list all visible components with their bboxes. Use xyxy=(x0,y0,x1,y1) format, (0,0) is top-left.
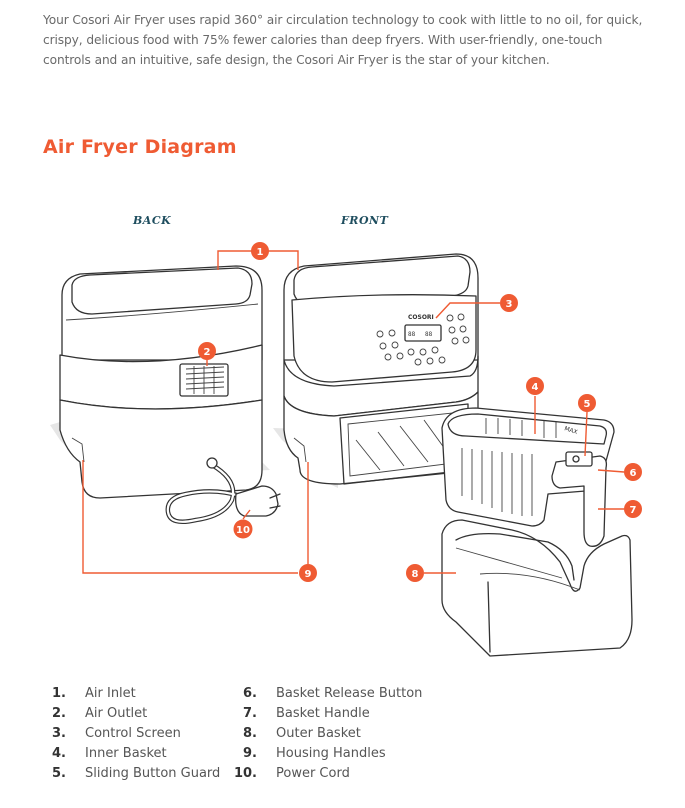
diagram-title: Air Fryer Diagram xyxy=(43,136,237,158)
svg-text:2: 2 xyxy=(204,347,211,358)
callout-2: 2 xyxy=(198,342,216,360)
part-item: 3.Control Screen xyxy=(52,726,181,741)
callout-3: 3 xyxy=(500,294,518,312)
svg-text:3: 3 xyxy=(506,299,513,310)
callout-8: 8 xyxy=(406,564,424,582)
part-item: 4.Inner Basket xyxy=(52,746,167,761)
svg-text:88: 88 xyxy=(408,331,416,338)
svg-text:5: 5 xyxy=(584,399,591,410)
callout-4: 4 xyxy=(526,377,544,395)
callout-1: 1 xyxy=(251,242,269,260)
front-fryer: COSORI 88 88 xyxy=(273,253,479,488)
part-item: 1.Air Inlet xyxy=(52,686,136,701)
svg-text:8: 8 xyxy=(412,569,419,580)
parts-list-right: 6.Basket Release Button 7.Basket Handle … xyxy=(227,684,422,784)
svg-text:MAX: MAX xyxy=(563,425,578,436)
outer-basket xyxy=(441,519,633,657)
svg-text:9: 9 xyxy=(305,569,312,580)
svg-text:1: 1 xyxy=(257,247,264,258)
svg-text:6: 6 xyxy=(630,468,637,479)
callout-6: 6 xyxy=(624,463,642,481)
air-outlet-vent xyxy=(179,363,229,397)
part-item: 6.Basket Release Button xyxy=(243,686,423,701)
callout-10: 10 xyxy=(233,519,253,539)
part-item: 10.Power Cord xyxy=(233,766,350,781)
part-item: 8.Outer Basket xyxy=(243,726,361,741)
svg-text:7: 7 xyxy=(630,505,637,516)
callout-5: 5 xyxy=(578,394,596,412)
svg-text:10: 10 xyxy=(236,525,250,536)
parts-list-left: 1.Air Inlet 2.Air Outlet 3.Control Scree… xyxy=(36,684,220,784)
part-item: 7.Basket Handle xyxy=(243,706,370,721)
part-item: 2.Air Outlet xyxy=(52,706,148,721)
svg-text:COSORI: COSORI xyxy=(408,314,434,321)
part-item: 9.Housing Handles xyxy=(243,746,386,761)
back-view-label: BACK xyxy=(133,214,172,227)
inner-basket: MAX xyxy=(441,407,615,547)
back-fryer xyxy=(50,265,281,524)
svg-text:88: 88 xyxy=(425,331,433,338)
svg-text:4: 4 xyxy=(532,382,539,393)
part-item: 5.Sliding Button Guard xyxy=(52,766,221,781)
intro-paragraph: Your Cosori Air Fryer uses rapid 360° ai… xyxy=(43,13,643,67)
callout-9: 9 xyxy=(299,564,317,582)
front-view-label: FRONT xyxy=(341,214,389,227)
callout-7: 7 xyxy=(624,500,642,518)
control-screen: COSORI 88 88 xyxy=(376,313,470,366)
power-cord xyxy=(165,457,281,524)
